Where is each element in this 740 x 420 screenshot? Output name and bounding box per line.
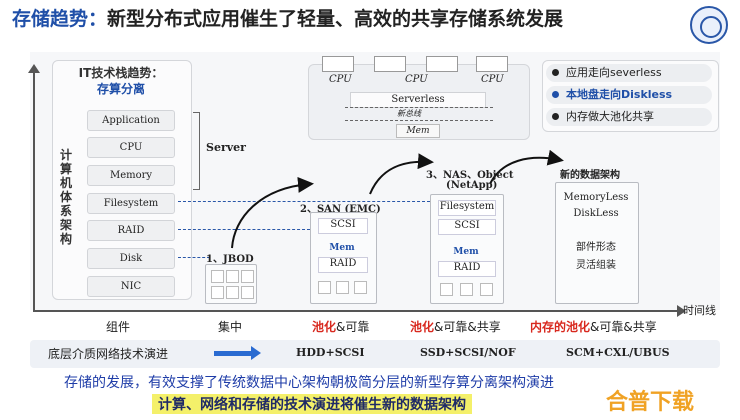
trend-item-2: 本地盘走向Diskless [546, 86, 712, 104]
new-arch-form: 部件形态 [576, 242, 616, 253]
category-3-red: 池化 [312, 320, 337, 334]
vertical-architecture-label: 计算机体系架构 [59, 148, 72, 246]
san-scsi: SCSI [318, 218, 368, 234]
category-memory-pooling: 内存的池化&可靠&共享 [530, 318, 657, 335]
new-arch-diskless: DiskLess [573, 208, 619, 219]
layer-memory: Memory [87, 165, 175, 186]
trend-text-1: 应用走向severless [566, 66, 662, 79]
bullet-icon [552, 69, 559, 76]
disk-cell [460, 283, 473, 296]
category-3-rest: &可靠 [336, 320, 370, 334]
nas-filesystem: Filesystem [438, 200, 496, 216]
category-pooling-reliable: 池化&可靠 [312, 318, 369, 335]
media-scm-cxl-ubus: SCM+CXL/UBUS [566, 346, 670, 359]
cpu-label-1: CPU [329, 74, 352, 85]
nas-title-line2: (NetApp) [446, 180, 498, 191]
disk-cell [211, 270, 224, 283]
new-bus-line [345, 107, 493, 121]
cpu-label-3: CPU [481, 74, 504, 85]
evolution-arrows [231, 149, 564, 249]
horizontal-axis [33, 305, 686, 317]
disk-cell [440, 283, 453, 296]
disk-cell [318, 281, 331, 294]
footer-summary: 存储的发展，有效支撑了传统数据中心架构朝极简分层的新型存算分离架构演进 [64, 375, 554, 391]
category-4-rest: &可靠&共享 [434, 320, 501, 334]
app-thumbnail-4-icon [476, 56, 508, 72]
bullet-icon [552, 91, 559, 98]
disk-cell [336, 281, 349, 294]
filesystem-connector [178, 201, 430, 202]
disk-cell [354, 281, 367, 294]
app-thumbnail-3-icon [426, 56, 458, 72]
media-evolution-bar [30, 340, 720, 368]
university-logo-icon [690, 6, 728, 44]
slide-title: 存储趋势：新型分布式应用催生了轻量、高效的共享存储系统发展 [12, 4, 563, 31]
disk-cell [480, 283, 493, 296]
disk-cell [226, 286, 239, 299]
jbod-title: 1、JBOD [206, 254, 254, 265]
disk-cell [211, 286, 224, 299]
san-title: 2、SAN (EMC) [300, 204, 381, 215]
disk-cell [241, 286, 254, 299]
vertical-axis [28, 64, 40, 312]
san-mem: Mem [329, 243, 355, 253]
layer-application: Application [87, 110, 175, 131]
layer-disk: Disk [87, 248, 175, 269]
app-thumbnail-1-icon [322, 56, 354, 72]
nas-scsi: SCSI [438, 219, 496, 235]
category-centralized: 集中 [218, 320, 243, 334]
server-bracket [193, 112, 200, 190]
layer-filesystem: Filesystem [87, 193, 175, 214]
trend-text-2: 本地盘走向Diskless [566, 88, 673, 101]
title-rest: 新型分布式应用催生了轻量、高效的共享存储系统发展 [107, 8, 564, 30]
new-arch-memoryless: MemoryLess [563, 192, 629, 203]
nas-title-line1: 3、NAS、Object [426, 170, 514, 181]
layer-nic: NIC [87, 276, 175, 297]
it-stack-title: IT技术栈趋势： [78, 66, 164, 80]
disk-cell [226, 270, 239, 283]
category-components: 组件 [106, 320, 131, 334]
category-pooling-shared: 池化&可靠&共享 [410, 318, 501, 335]
right-arrow-icon [214, 346, 261, 360]
new-arch-title: 新的数据架构 [560, 170, 620, 181]
category-5-red: 内存的池化 [530, 320, 591, 334]
layer-raid: RAID [87, 220, 175, 241]
footer-highlight: 计算、网络和存储的技术演进将催生新的数据架构 [152, 394, 472, 414]
raid-connector [178, 229, 310, 230]
it-stack-subtitle: 存算分离 [96, 82, 145, 96]
media-ssd-scsi-nof: SSD+SCSI/NOF [420, 346, 516, 359]
serverless-label: Serverless [350, 92, 486, 108]
media-hdd-scsi: HDD+SCSI [296, 346, 365, 359]
timeline-label: 时间线 [683, 304, 716, 317]
cpu-label-2: CPU [405, 74, 428, 85]
layer-cpu: CPU [87, 137, 175, 158]
trend-text-3: 内存做大池化共享 [566, 110, 654, 123]
new-arch-assembly: 灵活组装 [576, 260, 616, 271]
category-5-rest: &可靠&共享 [590, 320, 657, 334]
trend-item-3: 内存做大池化共享 [546, 108, 712, 126]
nas-raid: RAID [438, 261, 496, 277]
category-4-red: 池化 [410, 320, 435, 334]
disk-cell [241, 270, 254, 283]
trend-item-1: 应用走向severless [546, 64, 712, 82]
media-evolution-label: 底层介质网络技术演进 [48, 347, 169, 361]
watermark-logo: 合普下载 [606, 390, 695, 415]
san-raid: RAID [318, 257, 368, 273]
title-highlight: 存储趋势： [12, 8, 108, 30]
server-label: Server [206, 141, 246, 154]
nas-mem: Mem [453, 247, 479, 257]
new-arch-box [555, 182, 639, 304]
serverless-mem: Mem [396, 124, 440, 138]
app-thumbnail-2-icon [374, 56, 406, 72]
bullet-icon [552, 113, 559, 120]
disk-connector [178, 257, 210, 258]
new-bus-label: 新总线 [397, 109, 421, 118]
